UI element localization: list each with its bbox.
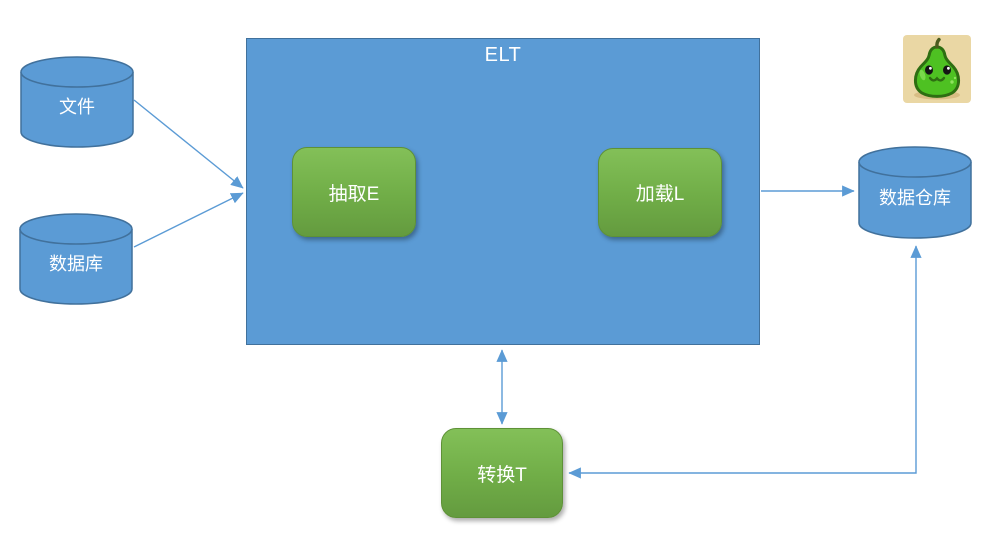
pear-mascot-icon [903, 35, 971, 103]
file-label: 文件 [59, 97, 95, 117]
file-cylinder: 文件 [20, 56, 134, 148]
extract-label: 抽取E [328, 183, 380, 205]
transform-label: 转换T [477, 464, 527, 486]
load-node: 加载L [598, 148, 722, 237]
database-label: 数据库 [49, 254, 103, 274]
database-cylinder: 数据库 [19, 213, 133, 305]
elt-title: ELT [484, 44, 522, 66]
extract-node: 抽取E [292, 147, 416, 237]
warehouse-cylinder: 数据仓库 [858, 146, 972, 239]
arrow-database-to-elt [133, 192, 244, 248]
transform-node: 转换T [441, 428, 563, 518]
load-label: 加载L [635, 184, 685, 205]
warehouse-label: 数据仓库 [879, 188, 951, 208]
arrow-file-to-elt [133, 99, 244, 189]
